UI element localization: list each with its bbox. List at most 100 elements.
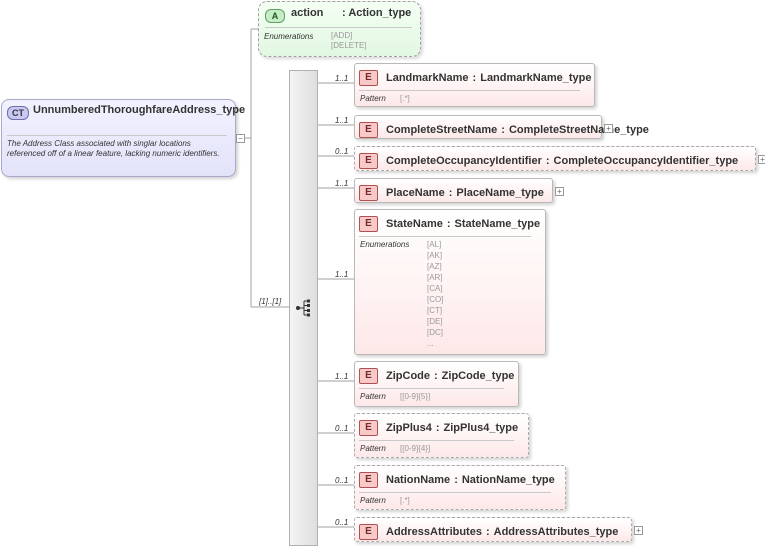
element-type: LandmarkName_type	[480, 72, 592, 84]
expand-icon[interactable]: +	[604, 124, 613, 133]
collapse-icon[interactable]: −	[236, 134, 245, 143]
expand-icon[interactable]: +	[555, 187, 564, 196]
attribute-enum-value: [ADD]	[331, 31, 353, 40]
element-multiplicity: 0..1	[335, 424, 349, 433]
element-facet-label: Pattern	[360, 94, 386, 103]
element-facet-value: [DC]	[427, 328, 443, 337]
element-facet-value: [CO]	[427, 295, 444, 304]
element-facet-value: [AR]	[427, 273, 443, 282]
element-header: E CompleteStreetName:CompleteStreetName_t…	[359, 122, 649, 138]
element-badge: E	[359, 70, 378, 86]
element-header: E PlaceName:PlaceName_type	[359, 185, 546, 201]
complex-type-name: UnnumberedThoroughfareAddress_type	[33, 104, 246, 116]
element-facet-label: Pattern	[360, 496, 386, 505]
element-facet-value: [DE]	[427, 317, 443, 326]
element-badge: E	[359, 524, 378, 540]
element-facet-value: [AK]	[427, 251, 443, 260]
element-facet-label: Enumerations	[360, 240, 410, 249]
element-badge: E	[359, 472, 378, 488]
element-facet-values: [[0-9]{5}]	[400, 391, 430, 402]
element-type: ZipCode_type	[441, 370, 515, 382]
element-facet-value: [CT]	[427, 306, 443, 315]
attribute-enumerations: [ADD] [DELETE]	[331, 31, 367, 51]
element-facet-values: [.*]	[400, 495, 410, 506]
element-type: CompleteOccupancyIdentifier_type	[553, 155, 739, 167]
attribute-facet-label: Enumerations	[264, 32, 314, 41]
complex-type-node[interactable]: CT UnnumberedThoroughfareAddress_type Th…	[1, 99, 246, 177]
element-type: PlaceName_type	[456, 187, 544, 199]
attribute-type: : Action_type	[342, 7, 412, 19]
element-divider	[359, 236, 531, 237]
element-separator: :	[448, 187, 453, 199]
element-name: PlaceName	[386, 187, 445, 199]
element-facet-value: [AZ]	[427, 262, 442, 271]
element-name: AddressAttributes	[386, 526, 482, 538]
expand-icon[interactable]: +	[634, 526, 643, 535]
element-AddressAttributes[interactable]: E AddressAttributes:AddressAttributes_typ…	[354, 517, 632, 542]
element-divider	[359, 388, 504, 389]
element-header: E LandmarkName:LandmarkName_type	[359, 70, 592, 86]
element-name: CompleteOccupancyIdentifier	[386, 155, 542, 167]
element-separator: :	[454, 474, 458, 486]
element-facet-value: ...	[427, 339, 434, 348]
element-type: AddressAttributes_type	[493, 526, 619, 538]
element-multiplicity: 0..1	[335, 518, 349, 527]
element-badge: E	[359, 122, 378, 138]
element-facet-label: Pattern	[360, 392, 386, 401]
element-header: E CompleteOccupancyIdentifier:CompleteOcc…	[359, 153, 749, 169]
element-type: StateName_type	[454, 218, 541, 230]
element-facet-values: [AL][AK][AZ][AR][CA][CO][CT][DE][DC]...	[427, 239, 443, 349]
attribute-name: action	[291, 7, 324, 19]
element-badge: E	[359, 420, 378, 436]
element-separator: :	[446, 218, 451, 230]
element-multiplicity: 1..1	[335, 74, 349, 83]
element-type: CompleteStreetName_type	[508, 124, 649, 136]
expand-icon[interactable]: +	[758, 155, 765, 164]
element-facet-value: [[0-9]{4}]	[400, 444, 431, 453]
attribute-badge: A	[265, 9, 285, 23]
element-badge: E	[359, 185, 378, 201]
element-facet-value: [.*]	[400, 496, 410, 505]
element-CompleteOccupancyIdentifier[interactable]: E CompleteOccupancyIdentifier:CompleteOcc…	[354, 146, 756, 171]
element-name: ZipCode	[386, 370, 430, 382]
element-name: CompleteStreetName	[386, 124, 498, 136]
element-multiplicity: 0..1	[335, 147, 349, 156]
element-name: ZipPlus4	[386, 422, 432, 434]
element-header: E NationName:NationName_type	[359, 472, 559, 488]
element-facet-value: [CA]	[427, 284, 443, 293]
element-multiplicity: 1..1	[335, 179, 349, 188]
element-facet-values: [[0-9]{4}]	[400, 443, 430, 454]
element-header: E AddressAttributes:AddressAttributes_typ…	[359, 524, 625, 540]
element-separator: :	[545, 155, 550, 167]
attribute-action-node[interactable]: A action : Action_type Enumerations [ADD…	[258, 1, 421, 57]
complex-type-divider	[7, 135, 227, 136]
element-facet-value: [.*]	[400, 94, 410, 103]
element-type: ZipPlus4_type	[443, 422, 519, 434]
element-PlaceName[interactable]: E PlaceName:PlaceName_type	[354, 178, 553, 203]
element-multiplicity: 1..1	[335, 116, 349, 125]
element-separator: :	[435, 422, 440, 434]
element-type: NationName_type	[461, 474, 555, 486]
element-name: LandmarkName	[386, 72, 469, 84]
element-separator: :	[501, 124, 505, 136]
element-badge: E	[359, 216, 378, 232]
element-separator: :	[485, 526, 490, 538]
complex-type-documentation: The Address Class associated with singla…	[7, 139, 220, 158]
element-separator: :	[472, 72, 477, 84]
element-CompleteStreetName[interactable]: E CompleteStreetName:CompleteStreetName_t…	[354, 115, 649, 139]
element-name: NationName	[386, 474, 451, 486]
complex-type-badge: CT	[7, 106, 29, 120]
element-header: E ZipPlus4:ZipPlus4_type	[359, 420, 522, 436]
element-badge: E	[359, 153, 378, 169]
attribute-enum-value: [DELETE]	[331, 41, 367, 50]
sequence-multiplicity: [1]..[1]	[259, 297, 282, 306]
element-multiplicity: 0..1	[335, 476, 349, 485]
element-facet-values: [.*]	[400, 93, 410, 104]
element-facet-label: Pattern	[360, 444, 386, 453]
